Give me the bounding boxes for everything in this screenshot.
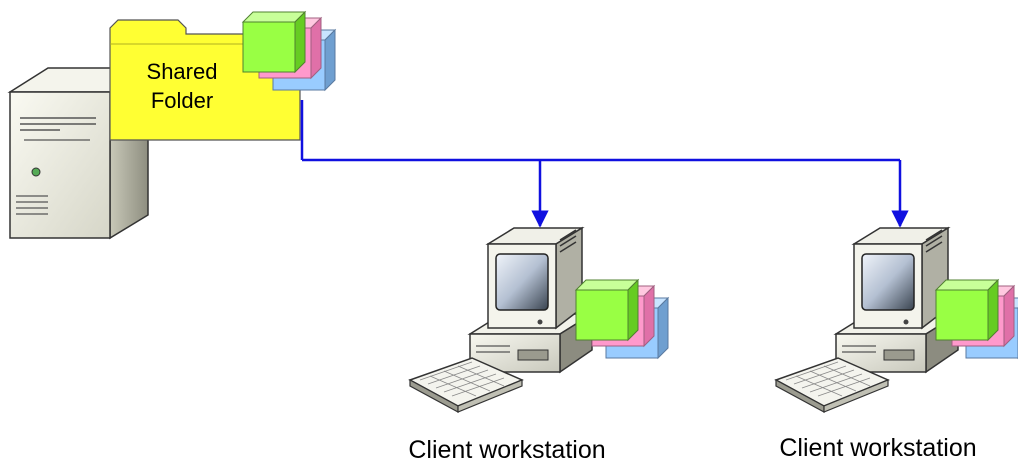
client-label: Client workstation: [408, 436, 605, 464]
folder-label-line1: Shared: [147, 59, 218, 84]
desktop-computer-icon: [409, 227, 593, 413]
client-workstation-2: Client workstation: [775, 227, 1018, 462]
client-workstation-1: Client workstation: [408, 227, 669, 464]
connectors: [300, 100, 909, 228]
server: Shared Folder: [7, 11, 336, 240]
folder-label-line2: Folder: [151, 88, 213, 113]
desktop-computer-icon: [775, 227, 959, 413]
client-label: Client workstation: [779, 434, 976, 462]
